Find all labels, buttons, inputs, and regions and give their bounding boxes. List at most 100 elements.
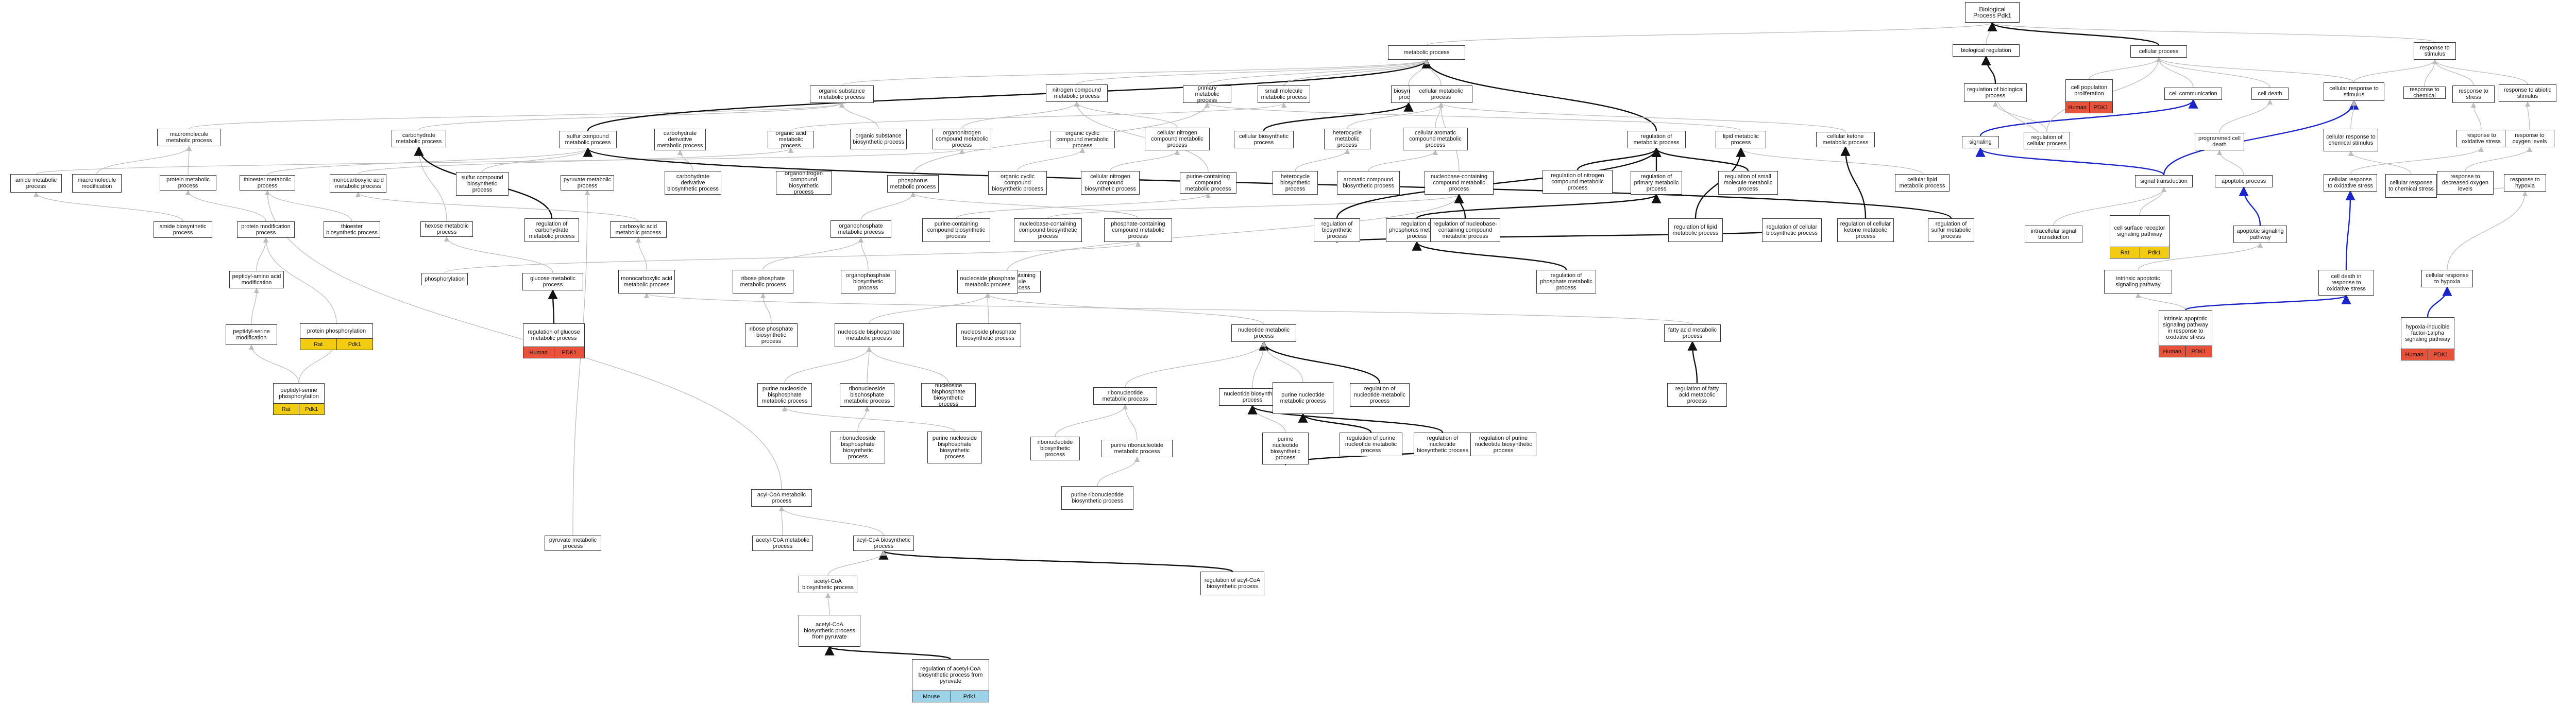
go-term-crcs2[interactable]: cellular response to chemical stress (2385, 174, 2437, 198)
go-term-racobp[interactable]: regulation of acyl-CoA biosynthetic proc… (1200, 572, 1264, 595)
go-term-rbiop[interactable]: regulation of biosynthetic process (1314, 218, 1360, 242)
go-term-ncmp[interactable]: nucleobase-containing compound metabolic… (1425, 171, 1494, 195)
go-term-rox[interactable]: response to oxidative stress (2456, 130, 2506, 147)
go-term-phosn[interactable]: phosphorylation (421, 273, 468, 285)
go-term-carb[interactable]: carbohydrate metabolic process (392, 130, 446, 147)
go-term-amidebp[interactable]: amide biosynthetic process (154, 221, 212, 238)
go-term-rglc[interactable]: regulation of glucose metabolic process (523, 323, 585, 347)
go-term-asp[interactable]: apoptotic signaling pathway (2233, 226, 2287, 243)
go-term-csrsp[interactable]: cell surface receptor signaling pathway (2110, 215, 2170, 247)
go-term-rncm[interactable]: regulation of nitrogen compound metaboli… (1543, 170, 1613, 194)
go-term-rnbbp[interactable]: ribonucleoside bisphosphate biosynthetic… (831, 432, 885, 463)
go-term-pnmp[interactable]: purine nucleotide metabolic process (1273, 382, 1333, 414)
go-term-glc[interactable]: glucose metabolic process (522, 273, 583, 290)
go-term-mcamp[interactable]: monocarboxylic acid metabolic process (618, 270, 675, 294)
go-term-rnccm[interactable]: regulation of nucleobase-containing comp… (1430, 218, 1500, 242)
go-term-paa[interactable]: peptidyl-amino acid modification (229, 271, 284, 288)
go-term-iasp[interactable]: intrinsic apoptotic signaling pathway (2104, 270, 2172, 294)
go-term-carbox[interactable]: carboxylic acid metabolic process (610, 221, 667, 238)
go-term-st[interactable]: signal transduction (2135, 175, 2193, 187)
go-term-smm[interactable]: small molecule metabolic process (1258, 85, 1310, 103)
go-term-breg[interactable]: biological regulation (1953, 44, 2020, 57)
go-term-rlmp[interactable]: regulation of lipid metabolic process (1668, 218, 1723, 242)
go-term-prnmp[interactable]: purine ribonucleotide metabolic process (1101, 440, 1173, 457)
go-term-cpp[interactable]: cell population proliferation (2065, 79, 2113, 102)
go-term-osbp[interactable]: organic substance biosynthetic process (850, 129, 907, 149)
go-term-acetmp[interactable]: acetyl-CoA metabolic process (752, 536, 813, 551)
go-term-nbpmp[interactable]: nucleoside bisphosphate metabolic proces… (835, 323, 904, 347)
go-term-rbp[interactable]: regulation of biological process (1964, 83, 2027, 102)
go-term-npbp[interactable]: nucleoside phosphate biosynthetic proces… (956, 323, 1021, 347)
go-term-hcmp[interactable]: heterocycle metabolic process (1324, 129, 1370, 149)
go-term-rnmp[interactable]: ribonucleotide metabolic process (1093, 387, 1157, 405)
go-term-acoamp[interactable]: acyl-CoA metabolic process (751, 489, 812, 507)
go-term-phos[interactable]: phosphorus metabolic process (887, 175, 939, 193)
go-term-ckmp[interactable]: cellular ketone metabolic process (1816, 132, 1875, 147)
go-term-onbp[interactable]: organonitrogen compound biosynthetic pro… (776, 170, 832, 195)
go-term-sulfbp[interactable]: sulfur compound biosynthetic process (456, 172, 509, 196)
go-term-pphos[interactable]: protein phosphorylation (300, 323, 373, 339)
go-term-cnmp[interactable]: cellular nitrogen compound metabolic pro… (1145, 128, 1210, 150)
go-term-acetbpp[interactable]: acetyl-CoA biosynthetic process from pyr… (799, 615, 860, 647)
go-term-pmp[interactable]: primary metabolic process (1183, 85, 1231, 104)
go-term-oamp[interactable]: organic acid metabolic process (768, 130, 814, 149)
go-term-cnbp[interactable]: cellular nitrogen compound biosynthetic … (1081, 171, 1140, 195)
go-term-prnbp[interactable]: purine ribonucleotide biosynthetic proce… (1061, 486, 1133, 510)
go-term-orgp[interactable]: organophosphate metabolic process (831, 220, 891, 238)
go-term-psph[interactable]: peptidyl-serine phosphorylation (273, 383, 325, 404)
go-term-ncm[interactable]: nitrogen compound metabolic process (1046, 84, 1108, 102)
go-term-mmm[interactable]: macromolecule modification (72, 174, 122, 193)
go-term-ocmp[interactable]: organic cyclic compound metabolic proces… (1050, 130, 1115, 149)
go-term-onmp[interactable]: organonitrogen compound metabolic proces… (933, 129, 991, 149)
go-term-cproc[interactable]: cellular process (2130, 45, 2187, 58)
go-term-ist[interactable]: intracellular signal transduction (2025, 226, 2082, 243)
go-term-rabio[interactable]: response to abiotic stimulus (2499, 84, 2556, 102)
go-term-cdmp[interactable]: carbohydrate derivative metabolic proces… (654, 129, 706, 150)
go-term-pcmp[interactable]: purine-containing compound metabolic pro… (1180, 172, 1236, 194)
go-term-rcarb[interactable]: regulation of carbohydrate metabolic pro… (524, 218, 579, 242)
go-term-ribp[interactable]: ribose phosphate metabolic process (733, 270, 793, 294)
go-term-rcbp[interactable]: regulation of cellular biosynthetic proc… (1762, 218, 1822, 242)
go-term-pmod[interactable]: protein modification process (237, 221, 295, 238)
go-term-rnbp[interactable]: ribonucleotide biosynthetic process (1030, 437, 1080, 460)
go-term-iaspox[interactable]: intrinsic apoptotic signaling pathway in… (2159, 310, 2212, 346)
go-term-crh[interactable]: cellular response to hypoxia (2421, 270, 2473, 287)
go-term-racetbp[interactable]: regulation of acetyl-CoA biosynthetic pr… (912, 659, 989, 691)
go-term-pnbp[interactable]: purine nucleotide biosynthetic process (1262, 433, 1309, 464)
go-term-rpnbp[interactable]: regulation of purine nucleotide biosynth… (1470, 433, 1536, 456)
go-term-rsulf[interactable]: regulation of sulfur metabolic process (1928, 218, 1974, 242)
go-term-pyrmp[interactable]: pyruvate metabolic process (561, 175, 614, 191)
go-term-sulfur[interactable]: sulfur compound metabolic process (559, 131, 617, 148)
go-term-cdox[interactable]: cell death in response to oxidative stre… (2318, 270, 2374, 296)
go-term-bp[interactable]: Biological Process Pdk1 (1965, 2, 2020, 23)
go-term-pyr[interactable]: pyruvate metabolic process (545, 536, 601, 551)
go-term-rpmp2[interactable]: regulation of phosphate metabolic proces… (1536, 270, 1596, 294)
go-term-crcs[interactable]: cellular response to chemical stimulus (2324, 129, 2378, 151)
go-term-rhyp[interactable]: response to hypoxia (2504, 174, 2546, 192)
go-term-npmp[interactable]: nucleoside phosphate metabolic process (957, 270, 1018, 294)
go-term-crox[interactable]: cellular response to oxidative stress (2324, 174, 2377, 192)
go-term-osm[interactable]: organic substance metabolic process (810, 85, 874, 103)
go-term-rnbmp[interactable]: ribonucleoside bisphosphate metabolic pr… (840, 383, 894, 407)
go-term-rstress[interactable]: response to stress (2452, 85, 2495, 103)
go-term-cdbp[interactable]: carbohydrate derivative biosynthetic pro… (665, 171, 721, 195)
go-term-met[interactable]: metabolic process (1388, 45, 1465, 60)
go-term-hif[interactable]: hypoxia-inducible factor-1alpha signalin… (2401, 317, 2454, 349)
go-term-aproc[interactable]: apoptotic process (2215, 175, 2273, 187)
go-term-pnbbp[interactable]: purine nucleoside bisphosphate biosynthe… (927, 432, 982, 463)
go-term-famp[interactable]: fatty acid metabolic process (1664, 324, 1721, 342)
go-term-sig[interactable]: signaling (1962, 136, 1999, 148)
go-term-prot[interactable]: protein metabolic process (160, 175, 216, 191)
go-term-lmp[interactable]: lipid metabolic process (1716, 131, 1766, 148)
go-term-rcp[interactable]: regulation of cellular process (2024, 132, 2070, 149)
go-term-stim[interactable]: response to stimulus (2414, 42, 2456, 60)
go-term-mmp[interactable]: macromolecule metabolic process (157, 129, 221, 146)
go-term-acobp[interactable]: acyl-CoA biosynthetic process (853, 536, 914, 551)
go-term-orgpbp[interactable]: organophosphate biosynthetic process (841, 270, 895, 294)
go-term-rnbp2[interactable]: regulation of nucleotide biosynthetic pr… (1414, 433, 1471, 456)
go-term-rpnmp[interactable]: regulation of purine nucleotide metaboli… (1340, 433, 1402, 456)
go-term-acbp[interactable]: aromatic compound biosynthetic process (1337, 171, 1400, 195)
go-term-ocbp[interactable]: organic cyclic compound biosynthetic pro… (988, 171, 1047, 195)
go-term-hcbp[interactable]: heterocycle biosynthetic process (1273, 171, 1318, 195)
go-term-ncbp[interactable]: nucleobase-containing compound biosynthe… (1014, 218, 1082, 242)
